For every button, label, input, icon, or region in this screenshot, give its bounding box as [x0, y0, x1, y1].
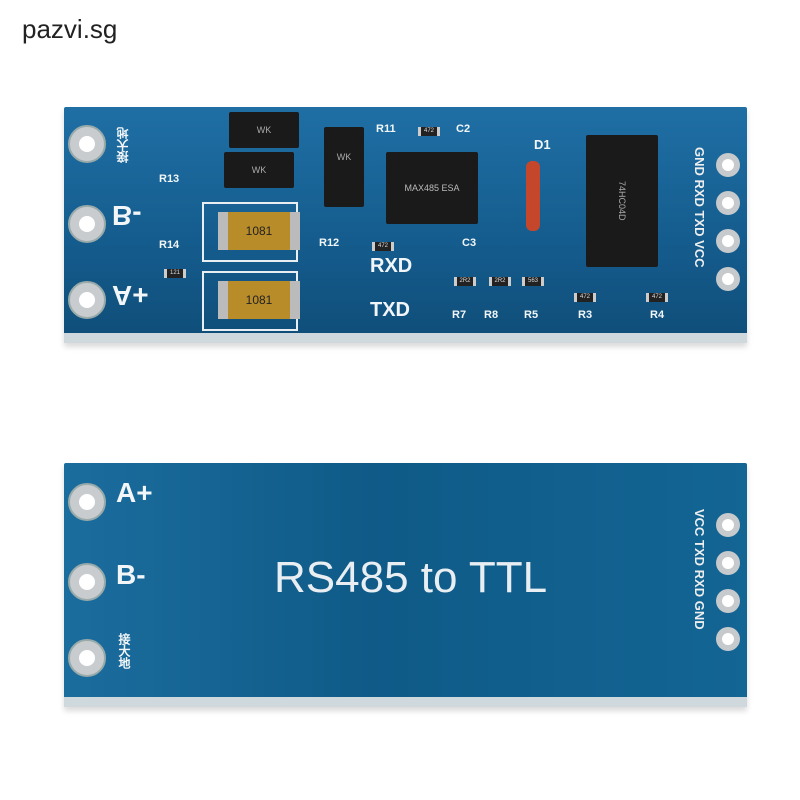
ground-marking: 接大地	[116, 127, 130, 163]
ref-r3: R3	[578, 309, 593, 321]
label-b-minus: B-	[112, 200, 142, 231]
ref-r13: R13	[159, 173, 180, 185]
screw-terminal-hole	[68, 205, 106, 243]
resistor: 472	[418, 127, 440, 136]
diode	[526, 161, 540, 231]
74hc04-ic: 74HC04D	[586, 135, 658, 267]
label-a-plus: A+	[112, 280, 149, 311]
header-pin	[716, 551, 740, 575]
ref-r8: R8	[484, 309, 499, 321]
ref-r12: R12	[319, 237, 340, 249]
header-pin	[716, 191, 740, 215]
diode-ref: D1	[534, 137, 551, 152]
header-pin	[716, 229, 740, 253]
resistor: 563	[522, 277, 544, 286]
resistor: 2R2	[454, 277, 476, 286]
screw-terminal-hole	[68, 125, 106, 163]
ref-c2: C2	[456, 123, 471, 135]
header-labels: VCC TXD RXD GND	[692, 509, 707, 630]
header-pin	[716, 267, 740, 291]
ref-c3: C3	[462, 237, 477, 249]
ref-r5: R5	[524, 309, 539, 321]
board-edge	[64, 333, 747, 343]
screw-terminal-hole	[68, 639, 106, 677]
watermark: pazvi.sg	[22, 14, 118, 44]
max485-ic: MAX485 ESA	[386, 152, 478, 224]
header-pin	[716, 627, 740, 651]
ref-r7: R7	[452, 309, 467, 321]
screw-terminal-hole	[68, 483, 106, 521]
fuse-marking: 1081	[218, 281, 300, 319]
header-pin	[716, 513, 740, 537]
header-pin	[716, 589, 740, 613]
fuse: 1081	[202, 202, 300, 262]
pcb-top-side: 接大地 B- A+ WK WK WK 1081 1081 MAX485 ESA …	[64, 107, 747, 343]
screw-terminal-hole	[68, 563, 106, 601]
ref-r4: R4	[650, 309, 665, 321]
tvs-diode: WK	[229, 112, 299, 148]
ref-r11: R11	[376, 123, 396, 135]
resistor: 121	[164, 269, 186, 278]
header-pin	[716, 153, 740, 177]
label-b-minus: B-	[116, 559, 146, 590]
tvs-diode: WK	[224, 152, 294, 188]
ground-marking: 接大地	[117, 633, 131, 669]
label-rxd: RXD	[370, 255, 413, 277]
label-txd: TXD	[370, 299, 410, 321]
header-labels: GND RXD TXD VCC	[692, 147, 707, 268]
fuse-marking: 1081	[218, 212, 300, 250]
fuse: 1081	[202, 271, 300, 331]
tvs-diode: WK	[324, 127, 364, 207]
screw-terminal-hole	[68, 281, 106, 319]
ref-r14: R14	[159, 239, 180, 251]
resistor: 472	[372, 242, 394, 251]
resistor: 2R2	[489, 277, 511, 286]
pcb-bottom-side: A+ B- 接大地 RS485 to TTL VCC TXD RXD GND	[64, 463, 747, 707]
board-edge	[64, 697, 747, 707]
board-title: RS485 to TTL	[274, 553, 548, 602]
resistor: 472	[574, 293, 596, 302]
label-a-plus: A+	[116, 477, 153, 508]
resistor: 472	[646, 293, 668, 302]
